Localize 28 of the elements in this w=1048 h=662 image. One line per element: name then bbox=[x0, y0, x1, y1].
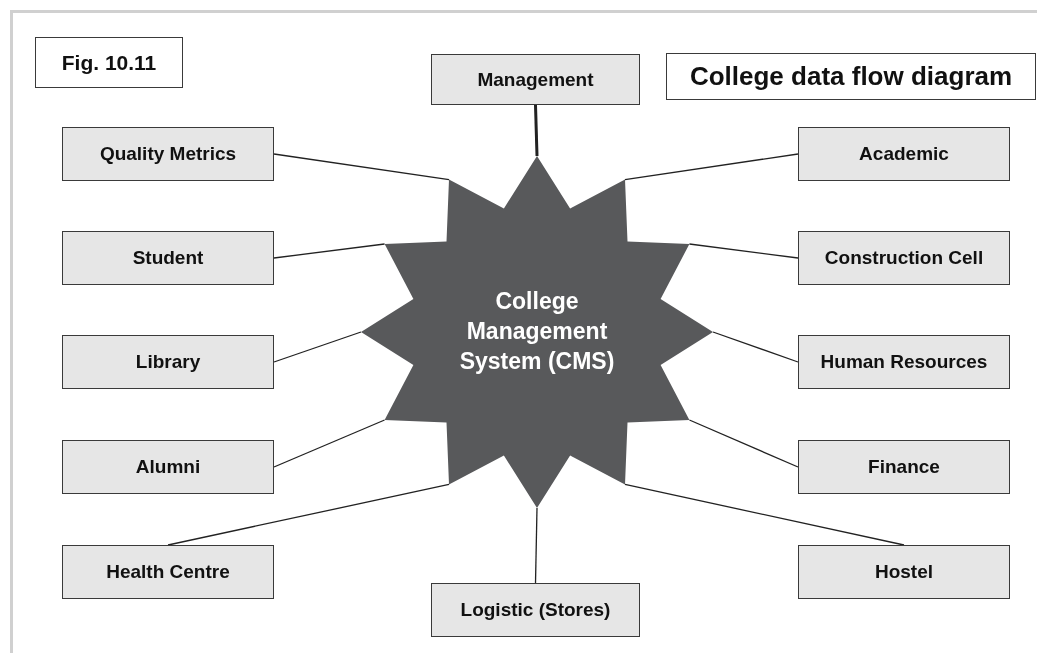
connector-line bbox=[273, 153, 450, 181]
process-box: Alumni bbox=[62, 440, 274, 494]
figure-number: Fig. 10.11 bbox=[35, 37, 183, 88]
process-box: Health Centre bbox=[62, 545, 274, 599]
connector-line bbox=[167, 483, 450, 546]
process-box: Construction Cell bbox=[798, 231, 1010, 285]
connector-line bbox=[273, 419, 386, 468]
connector-line bbox=[712, 331, 799, 363]
connector-line bbox=[624, 153, 799, 181]
connector-line bbox=[688, 243, 799, 259]
process-box: Academic bbox=[798, 127, 1010, 181]
connector-line bbox=[273, 331, 362, 363]
star-shape bbox=[361, 156, 713, 508]
process-box: Human Resources bbox=[798, 335, 1010, 389]
process-box: Management bbox=[431, 54, 640, 105]
process-box: Logistic (Stores) bbox=[431, 583, 640, 637]
connector-line bbox=[534, 104, 539, 157]
connector-line bbox=[688, 419, 799, 468]
connector-line bbox=[534, 507, 538, 584]
node-text: College Management System (CMS) bbox=[458, 287, 616, 376]
process-box: Finance bbox=[798, 440, 1010, 494]
process-box: Quality Metrics bbox=[62, 127, 274, 181]
connector-line bbox=[273, 243, 386, 259]
connector-line bbox=[624, 483, 905, 546]
process-box: Library bbox=[62, 335, 274, 389]
diagram-title: College data flow diagram bbox=[666, 53, 1036, 100]
process-box: Hostel bbox=[798, 545, 1010, 599]
process-box: Student bbox=[62, 231, 274, 285]
